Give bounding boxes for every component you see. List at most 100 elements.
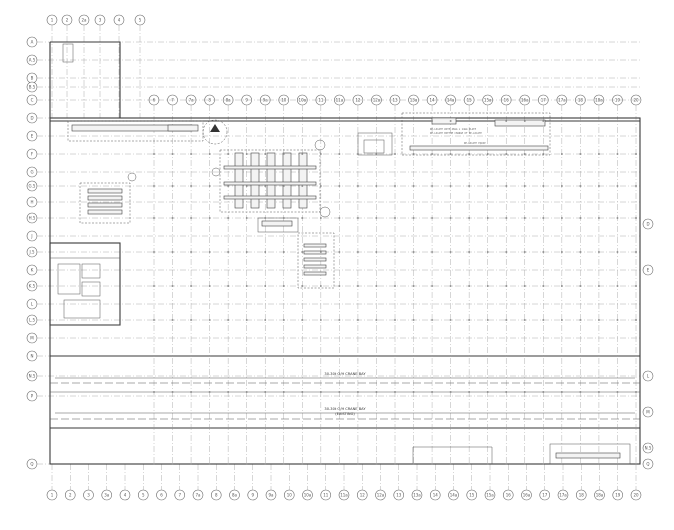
column-bubble: 4 (113, 14, 125, 26)
column-bubble-label: 5 (142, 493, 145, 498)
column-bubble-label: 12a (377, 493, 385, 498)
column-bubble-label: 8 (215, 493, 218, 498)
row-bubble-label: P (31, 394, 34, 399)
column-bubble-label: 11a (340, 493, 348, 498)
row-bubble-right: N.5 (642, 442, 654, 454)
row-bubble-right: E (642, 264, 654, 276)
column-bubble: 12 (356, 489, 368, 501)
row-bubble-label: J (30, 234, 32, 239)
row-bubble: B (26, 72, 38, 84)
column-bubble: 6 (156, 489, 167, 501)
row-bubble: L (26, 298, 38, 310)
crane-bay-existing-sub: (EXISTING) (335, 412, 355, 416)
column-bubble: 8 (210, 489, 222, 501)
column-bubble-label: 7a (196, 493, 202, 498)
column-bubble-label: 4 (118, 18, 121, 23)
row-bubble-label: A.5 (29, 58, 36, 63)
column-bubble-label: 11 (323, 493, 329, 498)
column-bubble: 14a (448, 489, 459, 501)
row-bubble: J (26, 230, 38, 242)
column-bubble-label: 2a (82, 18, 88, 23)
row-bubble: H (26, 196, 38, 208)
row-bubble-right-label: M (646, 410, 650, 415)
column-bubble: 3 (83, 489, 94, 501)
column-bubble: 4 (119, 489, 131, 501)
column-bubble: 9a (265, 489, 277, 501)
row-bubble: L.5 (26, 314, 38, 326)
column-bubble-label: 19 (615, 493, 621, 498)
row-bubble-right: D (642, 218, 654, 230)
column-bubble-label: 9 (251, 493, 254, 498)
column-bubble: 17 (539, 489, 551, 501)
column-bubble: 2a (78, 14, 90, 26)
row-bubble-label: C (31, 98, 34, 103)
row-bubble-label: G (30, 170, 33, 175)
column-bubble-label: 16a (523, 493, 531, 498)
west-annex (49, 242, 121, 326)
row-bubble: K.5 (26, 280, 38, 292)
racking-area (211, 139, 331, 218)
column-bubble-label: 20 (633, 493, 639, 498)
row-bubble-label: N (31, 354, 34, 359)
row-bubble-label: B.5 (29, 85, 36, 90)
column-bubble: 16a (521, 489, 532, 501)
row-bubble: N (26, 350, 38, 362)
column-bubble-label: 4 (124, 493, 127, 498)
row-bubble-right-label: Q (646, 462, 649, 467)
column-bubble: 8a (229, 489, 240, 501)
column-bubble-label: 10a (304, 493, 312, 498)
column-bubble: 18a (594, 489, 605, 501)
column-bubble-label: 14 (433, 493, 439, 498)
row-bubble-right: M (642, 406, 654, 418)
column-bubble-label: 13 (396, 493, 402, 498)
row-bubble: H.5 (26, 212, 38, 224)
column-bubble-label: 3a (104, 493, 110, 498)
equipment-note-1: RE-LOCATE WITH 48mm x 14mm PLATE (430, 128, 477, 131)
column-bubble-label: 6 (160, 493, 163, 498)
column-bubble: 10 (283, 489, 295, 501)
column-bubble: 2 (61, 14, 73, 26)
row-bubble: B.5 (26, 81, 38, 93)
column-bubble-label: 5 (139, 18, 142, 23)
column-bubble: 15 (466, 489, 478, 501)
row-bubble-label: N.5 (29, 374, 36, 379)
row-bubble: P (26, 390, 38, 402)
column-bubble-label: 12a (373, 98, 381, 103)
row-bubble-label: E (31, 134, 34, 139)
row-bubble: J.5 (26, 246, 38, 258)
column-bubble: 3 (94, 14, 106, 26)
column-bubble: 3a (101, 489, 113, 501)
row-bubble-label: L (31, 302, 34, 307)
crane-bay-existing-label: 30-30t O/H CRANE BAY (324, 407, 366, 411)
row-bubble: A.5 (26, 54, 38, 66)
upper-right-equipment: RE-LOCATE WITH 48mm x 14mm PLATE RE-LOCA… (357, 112, 551, 156)
row-bubble-label: K (31, 268, 34, 273)
row-bubble: G (26, 166, 38, 178)
column-bubble: 16 (502, 489, 514, 501)
row-bubble-label: F (31, 152, 34, 157)
column-bubble: 20 (630, 489, 642, 501)
column-bubble: 15a (484, 489, 496, 501)
column-bubble-label: 13a (413, 493, 421, 498)
building-outline (49, 41, 641, 465)
crane-bay-label: 30-30t O/H CRANE BAY (324, 372, 366, 376)
column-bubble-label: 15a (486, 493, 494, 498)
column-bubble: 10a (302, 489, 313, 501)
column-bubble-label: 10 (287, 493, 293, 498)
row-bubble: F (26, 148, 38, 160)
column-bubble: 7a (192, 489, 204, 501)
row-bubble-label: L.5 (29, 318, 36, 323)
column-bubble: 1 (46, 489, 58, 501)
column-bubble-label: 7 (178, 493, 181, 498)
column-bubble: 7 (174, 489, 186, 501)
column-bubble-label: 17 (542, 493, 548, 498)
column-bubble: 1 (46, 14, 58, 26)
row-bubble-right-label: N.5 (645, 446, 652, 451)
column-bubble-label: 16 (506, 493, 512, 498)
column-bubble-label: 3 (87, 493, 90, 498)
row-bubble-label: M (30, 336, 34, 341)
row-bubble-label: D (30, 116, 33, 121)
